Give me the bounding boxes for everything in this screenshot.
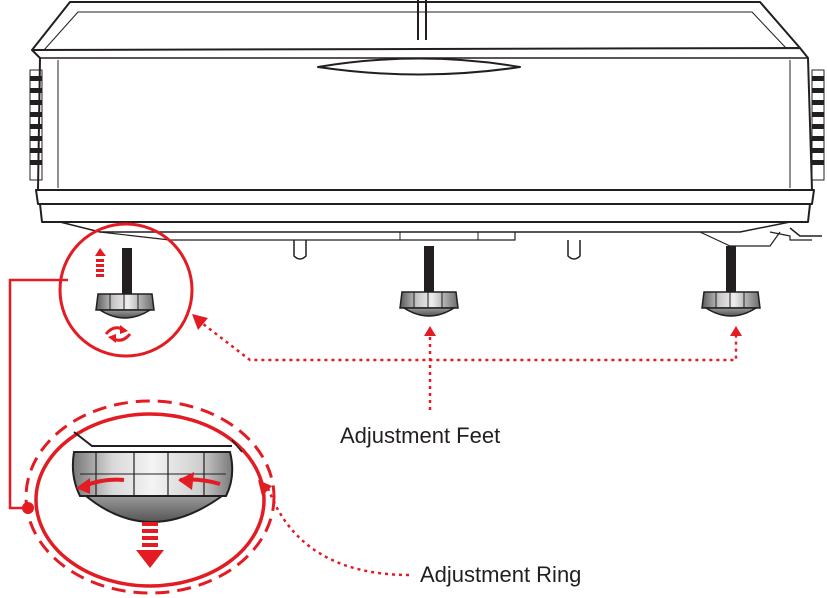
rotate-arrows-icon [104, 326, 132, 342]
projector-body [29, 0, 825, 260]
adjustment-ring-label: Adjustment Ring [420, 562, 582, 587]
left-foot-highlight [58, 222, 194, 358]
adjustment-foot-center [399, 246, 459, 317]
zoom-connector [8, 278, 68, 510]
zoom-detail [24, 399, 276, 595]
vent-slats [30, 76, 824, 165]
feet-pointers [197, 319, 738, 410]
up-arrow-icon [95, 248, 106, 277]
adjustment-feet-label: Adjustment Feet [340, 423, 501, 448]
down-arrow-icon [136, 522, 164, 568]
adjustment-foot-right [701, 246, 761, 317]
ring-pointer [258, 480, 411, 577]
feet-pointer-heads [192, 314, 742, 336]
adjustment-foot-left [95, 248, 155, 319]
